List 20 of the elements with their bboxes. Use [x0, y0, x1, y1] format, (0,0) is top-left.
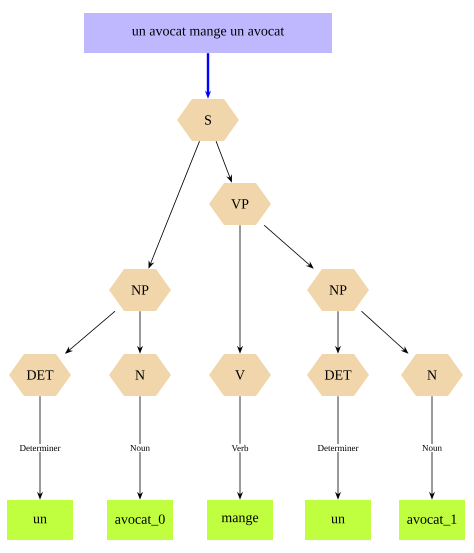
word-box: un — [305, 500, 371, 540]
edge-label: Noun — [421, 444, 443, 452]
edge-label: Determiner — [316, 444, 360, 452]
category-hexagon: DET — [307, 354, 369, 396]
edge-label: Noun — [129, 444, 151, 452]
category-hexagon: VP — [209, 183, 271, 225]
category-hexagon: DET — [9, 354, 71, 396]
word-box: un — [7, 500, 73, 540]
edge-label: Determiner — [18, 444, 62, 452]
category-hexagon: S — [177, 99, 239, 141]
category-hexagon: N — [401, 354, 463, 396]
word-box: avocat_1 — [399, 500, 465, 540]
category-hexagon: NP — [109, 269, 171, 311]
category-hexagon: V — [209, 354, 271, 396]
word-box: avocat_0 — [107, 500, 173, 540]
word-box: mange — [207, 500, 273, 540]
category-hexagon: N — [109, 354, 171, 396]
category-hexagon: NP — [307, 269, 369, 311]
title-box: un avocat mange un avocat — [84, 13, 332, 53]
edge-label: Verb — [230, 444, 250, 452]
